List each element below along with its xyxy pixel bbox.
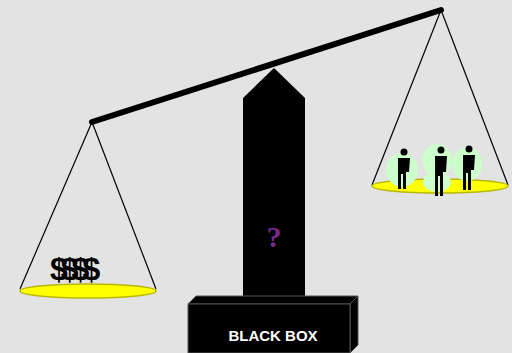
- pillar-shape: ?: [243, 68, 305, 298]
- box-side: [350, 296, 358, 353]
- question-mark: ?: [267, 220, 282, 254]
- money-symbols: $$$$: [50, 251, 93, 288]
- pillar-shape-outline: [243, 68, 305, 298]
- black-box-base: BLACK BOX: [188, 296, 358, 353]
- box-front: [188, 304, 350, 353]
- pillar-outline: [243, 68, 305, 298]
- black-box-base-outline: [188, 296, 358, 353]
- box-label: BLACK BOX: [228, 327, 317, 344]
- people-figures: [398, 146, 475, 197]
- box-top: [188, 296, 358, 304]
- pan-string: [92, 122, 156, 289]
- people-halos: [386, 144, 482, 192]
